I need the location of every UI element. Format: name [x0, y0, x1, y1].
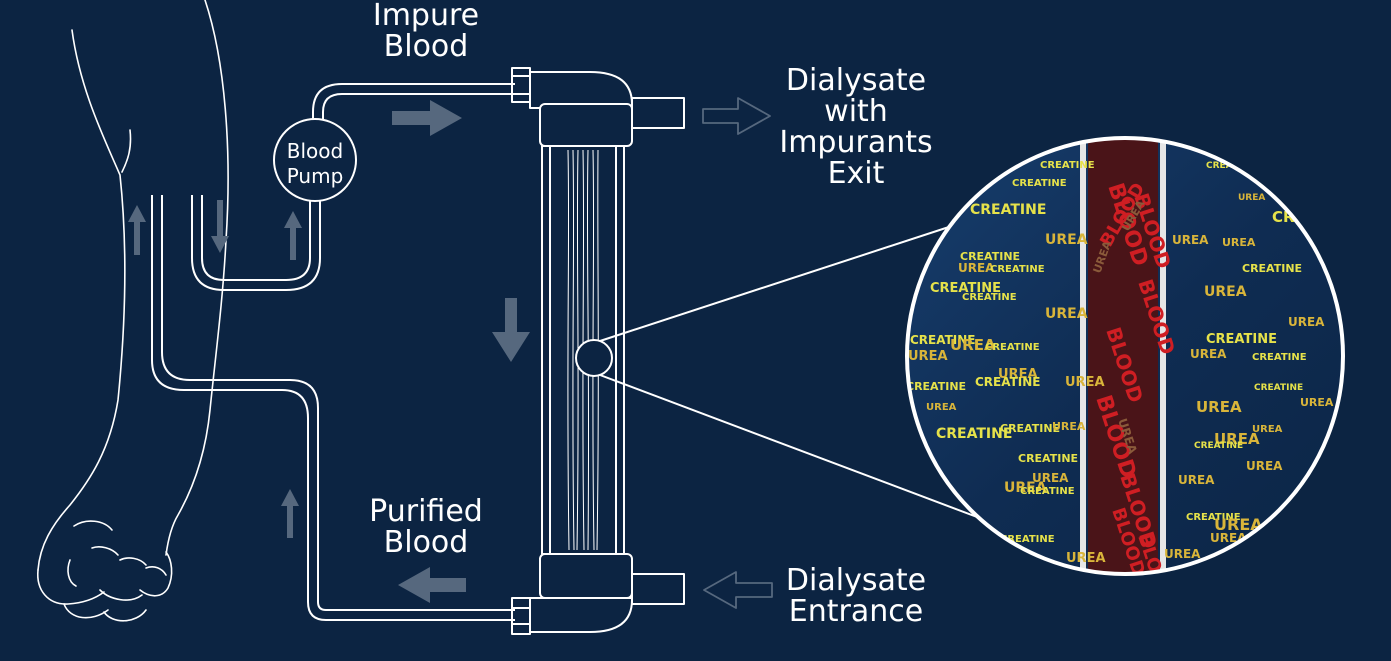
tubing: [151, 83, 515, 621]
creatine-molecule-label: CREATINE: [1020, 486, 1075, 497]
arrow-dialysate-exit: [702, 97, 771, 135]
label-purified-line1: Purified: [369, 494, 483, 529]
creatine-molecule-label: CREATINE: [1252, 352, 1307, 363]
creatine-molecule-label: CREATINE: [1040, 160, 1095, 171]
arrow-down-arm: [211, 200, 229, 253]
urea-molecule-label: UREA: [1065, 375, 1105, 390]
label-impure-line2: Blood: [384, 29, 469, 64]
label-exit-line2: with: [824, 94, 888, 129]
dialyzer-top-dome: [529, 71, 633, 109]
urea-molecule-label: UREA: [1172, 233, 1209, 247]
creatine-molecule-label: CREATINE: [1254, 383, 1303, 393]
urea-molecule-label: UREA: [1045, 306, 1088, 322]
zoom-molecules: CREATINEUREACREATINEUREACREATINECREATINE…: [906, 160, 1354, 574]
urea-molecule-label: UREA: [1032, 471, 1069, 485]
creatine-molecule-label: CREATINE: [1242, 262, 1302, 275]
urea-molecule-label: UREA: [1222, 236, 1256, 249]
magnifier-line-bottom: [599, 374, 986, 521]
label-entrance-line2: Entrance: [789, 594, 923, 629]
dialysate-exit-port: [631, 97, 685, 129]
label-exit-line3: Impurants: [779, 125, 932, 160]
arrow-down-dialyzer: [492, 298, 530, 362]
dialysate-entrance-port: [631, 573, 685, 605]
urea-molecule-label: UREA: [1164, 547, 1201, 561]
blood-channel: [1088, 138, 1158, 574]
magnifier-line-top: [599, 224, 956, 342]
urea-molecule-label: UREA: [926, 402, 957, 413]
urea-molecule-label: UREA: [1238, 193, 1265, 203]
urea-molecule-label: UREA: [1052, 420, 1086, 433]
zoom-view: CREATINEUREACREATINEUREACREATINECREATINE…: [905, 136, 1354, 576]
label-exit-line1: Dialysate: [786, 63, 926, 98]
creatine-molecule-label: CREATINE: [960, 250, 1020, 263]
label-entrance-line1: Dialysate: [786, 563, 926, 598]
dialyzer-top-header: [539, 103, 633, 147]
blood-pump: Blood Pump: [273, 118, 357, 202]
label-purified-line2: Blood: [384, 525, 469, 560]
creatine-molecule-label: CREATINE: [1012, 178, 1067, 189]
creatine-molecule-label: CREATINE: [1000, 422, 1060, 435]
pump-circle: [273, 118, 357, 202]
label-impure-line1: Impure: [373, 0, 479, 33]
membrane-left: [1080, 138, 1086, 574]
creatine-molecule-label: CREATINE: [975, 375, 1041, 389]
dialyzer-bottom-dome: [529, 597, 633, 633]
arrow-up-return: [281, 489, 299, 538]
urea-molecule-label: UREA: [1045, 232, 1088, 248]
label-exit-line4: Exit: [828, 156, 885, 191]
magnifier-circle: [575, 339, 613, 377]
urea-molecule-label: UREA: [998, 367, 1038, 382]
arrow-dialysate-entrance: [703, 571, 773, 609]
dialyzer: [511, 67, 986, 635]
urea-molecule-label: UREA: [1190, 347, 1227, 361]
labels: Impure Blood Dialysate with Impurants Ex…: [369, 0, 932, 629]
dialyzer-fibers: [567, 149, 599, 551]
pump-label-line1: Blood: [287, 139, 343, 163]
creatine-molecule-label: CREATINE: [936, 426, 1012, 442]
urea-molecule-label: UREA: [958, 261, 995, 275]
dialyzer-bottom-connector: [511, 597, 531, 635]
flow-arrows: [128, 100, 530, 603]
dialyzer-bottom-header: [539, 553, 633, 599]
dialysate-arrows: [702, 97, 773, 609]
creatine-molecule-label: CREATINE: [970, 202, 1046, 218]
urea-molecule-label: UREA: [908, 349, 948, 364]
urea-molecule-label: UREA: [1214, 430, 1260, 448]
creatine-molecule-label: CREATINE: [985, 342, 1040, 353]
urea-molecule-label: UREA: [1204, 284, 1247, 300]
creatine-molecule-label: CREATINE: [930, 281, 1001, 296]
urea-molecule-label: UREA: [1004, 480, 1047, 496]
urea-molecule-label: UREA: [1214, 515, 1263, 534]
creatine-molecule-label: CREATINE: [1018, 452, 1078, 465]
creatine-molecule-label: CREATINE: [906, 380, 966, 393]
urea-molecule-label: UREA: [1300, 396, 1334, 409]
arrow-right-impure: [392, 100, 462, 136]
urea-molecule-label: UREA: [950, 336, 996, 354]
arrow-up-arm-left: [128, 205, 146, 255]
creatine-molecule-label: CREATINE: [1186, 512, 1241, 523]
creatine-molecule-label: CREATINE: [1194, 441, 1243, 451]
arrow-left-purified: [398, 567, 466, 603]
membrane-right: [1160, 138, 1166, 574]
urea-molecule-label: UREA: [1066, 551, 1106, 566]
creatine-molecule-label: CREATINE: [962, 292, 1017, 303]
creatine-molecule-label: CREATINE: [1206, 332, 1277, 347]
urea-molecule-label: UREA: [1252, 424, 1283, 435]
urea-molecule-label: UREA: [1288, 315, 1325, 329]
arrow-up-pump: [284, 211, 302, 260]
urea-molecule-label: UREA: [1196, 398, 1242, 416]
creatine-molecule-label: CREATINE: [1272, 208, 1354, 226]
zoom-circle-border: [905, 136, 1345, 576]
urea-molecule-label: UREA: [1178, 473, 1215, 487]
dialyzer-top-connector: [511, 67, 531, 103]
arm-illustration: [37, 0, 229, 622]
creatine-molecule-label: CREATINE: [910, 333, 976, 347]
pump-label-line2: Pump: [287, 164, 344, 188]
creatine-molecule-label: CREATINE: [1000, 534, 1055, 545]
urea-molecule-label: UREA: [1246, 459, 1283, 473]
creatine-molecule-label: CREATINE: [990, 264, 1045, 275]
